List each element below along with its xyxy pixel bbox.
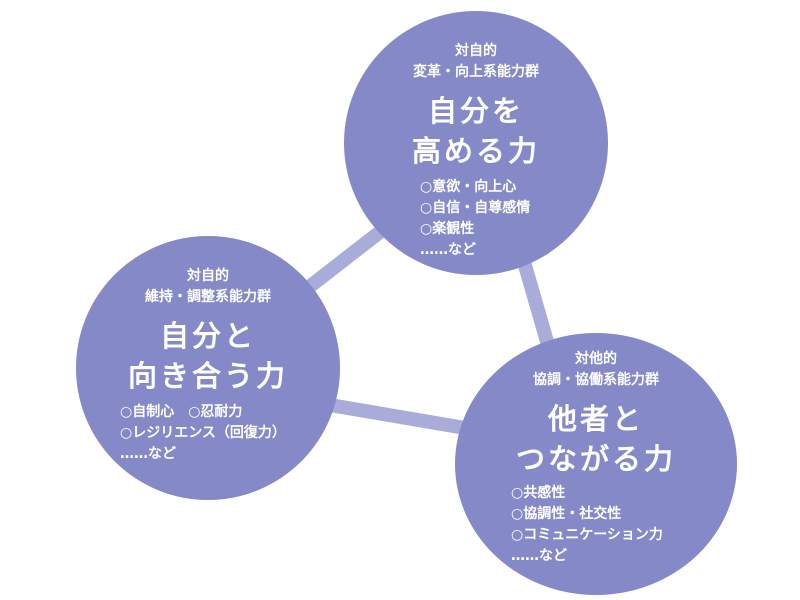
list-item: ○コミュニケーション力 bbox=[511, 527, 663, 543]
item-list: ○自制心 ○忍耐力 ○レジリエンス（回復力） ……など bbox=[120, 402, 286, 465]
circle-self-improvement: 対自的 変革・向上系能力群 自分を 高める力 ○意欲・向上心 ○自信・自尊感情 … bbox=[344, 11, 608, 275]
category-line: 変革・向上系能力群 bbox=[413, 64, 539, 80]
category-label: 対他的 協調・協働系能力群 bbox=[455, 349, 737, 391]
item-list: ○意欲・向上心 ○自信・自尊感情 ○楽観性 ……など bbox=[420, 177, 530, 261]
circle-connect-others: 対他的 協調・協働系能力群 他者と つながる力 ○共感性 ○協調性・社交性 ○コ… bbox=[455, 333, 737, 595]
list-item: ……など bbox=[120, 446, 176, 462]
category-line: 対他的 bbox=[575, 351, 617, 367]
title-line: 自分を bbox=[427, 94, 524, 128]
list-item: ○レジリエンス（回復力） bbox=[120, 425, 286, 441]
circle-title: 自分と 向き合う力 bbox=[76, 316, 340, 396]
link-top-right bbox=[515, 253, 555, 347]
title-line: 向き合う力 bbox=[127, 359, 288, 393]
category-line: 対自的 bbox=[187, 268, 229, 284]
category-line: 対自的 bbox=[455, 43, 497, 59]
title-line: 高める力 bbox=[411, 134, 540, 168]
list-item: ……など bbox=[420, 242, 476, 258]
title-line: 自分と bbox=[159, 319, 256, 353]
title-line: つながる力 bbox=[515, 442, 676, 476]
circle-title: 自分を 高める力 bbox=[344, 91, 608, 171]
list-item: ○自信・自尊感情 bbox=[420, 200, 531, 216]
list-item: ○意欲・向上心 bbox=[420, 179, 517, 195]
list-item: ○楽観性 bbox=[420, 221, 475, 237]
category-line: 維持・調整系能力群 bbox=[145, 289, 271, 305]
title-line: 他者と bbox=[547, 402, 644, 436]
circle-self-regulation: 対自的 維持・調整系能力群 自分と 向き合う力 ○自制心 ○忍耐力 ○レジリエン… bbox=[76, 236, 340, 500]
link-left-right bbox=[328, 398, 467, 435]
circle-title: 他者と つながる力 bbox=[455, 399, 737, 479]
category-label: 対自的 維持・調整系能力群 bbox=[76, 266, 340, 308]
list-item: ○協調性・社交性 bbox=[511, 506, 622, 522]
category-line: 協調・協働系能力群 bbox=[533, 372, 659, 388]
list-item: ○共感性 bbox=[511, 485, 566, 501]
item-list: ○共感性 ○協調性・社交性 ○コミュニケーション力 ……など bbox=[511, 483, 663, 567]
list-item: ……など bbox=[511, 548, 567, 564]
list-item: ○自制心 ○忍耐力 bbox=[120, 404, 243, 420]
category-label: 対自的 変革・向上系能力群 bbox=[344, 41, 608, 83]
